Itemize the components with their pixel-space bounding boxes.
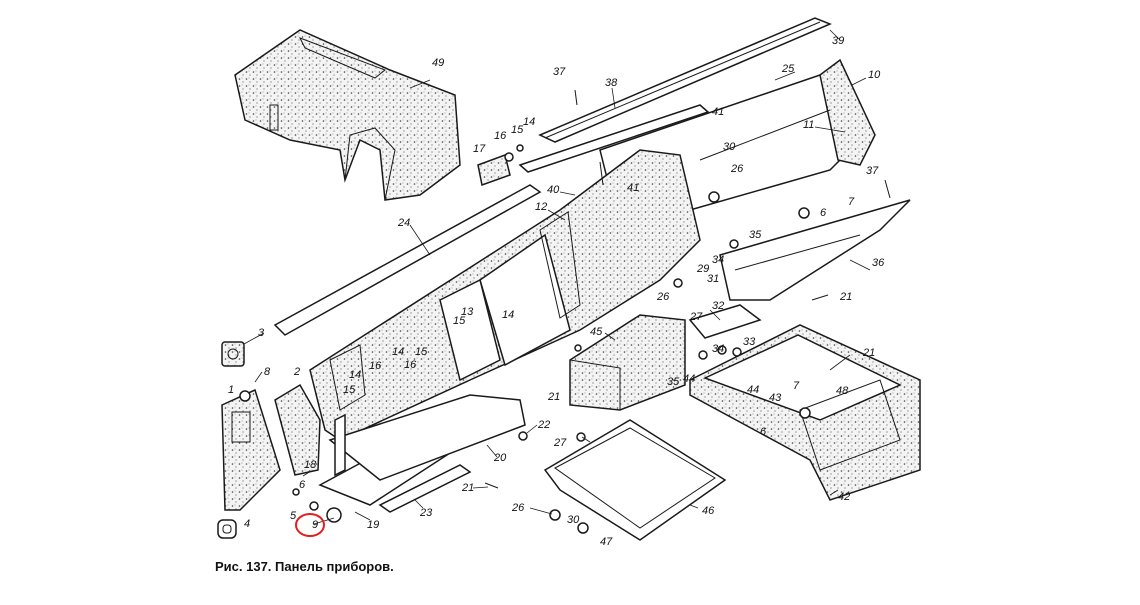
callout-label-7: 7 — [848, 196, 855, 208]
callout-label-30-2: 30 — [567, 514, 580, 526]
callout-label-49: 49 — [432, 57, 444, 69]
callout-label-38: 38 — [605, 77, 618, 89]
callout-label-31: 31 — [707, 273, 719, 285]
figure-caption: Рис. 137. Панель приборов. — [215, 559, 394, 574]
callout-label-23: 23 — [419, 507, 433, 519]
callout-label-5: 5 — [290, 510, 297, 522]
part-36-tray — [719, 199, 911, 301]
callout-label-44-2: 44 — [683, 373, 695, 385]
callout-label-6: 6 — [299, 479, 306, 491]
callout-label-42: 42 — [838, 491, 850, 503]
part-46-lower-tray — [543, 419, 727, 541]
callout-label-22: 22 — [537, 419, 550, 431]
callout-label-25: 25 — [781, 63, 795, 75]
callout-label-16: 16 — [494, 130, 507, 142]
callout-label-19: 19 — [367, 519, 379, 531]
callout-label-37-2: 37 — [866, 165, 879, 177]
callout-label-41: 41 — [712, 106, 724, 118]
callout-label-27-2: 27 — [689, 311, 703, 323]
callout-label-12: 12 — [535, 201, 547, 213]
callout-label-36: 36 — [872, 257, 885, 269]
callout-label-16-2: 16 — [369, 360, 382, 372]
callout-label-4: 4 — [244, 518, 250, 530]
callout-label-14-2: 14 — [392, 346, 404, 358]
part-45-box — [569, 314, 686, 411]
callout-label-14-3: 14 — [502, 309, 514, 321]
callout-label-40: 40 — [547, 184, 560, 196]
callout-label-6-2: 6 — [820, 207, 827, 219]
part-1-side-bracket — [221, 388, 281, 511]
callout-label-15-4: 15 — [343, 384, 356, 396]
callout-label-17: 17 — [473, 143, 486, 155]
callout-label-33: 33 — [743, 336, 756, 348]
callout-label-37: 37 — [553, 66, 566, 78]
callout-label-9: 9 — [312, 519, 318, 531]
part-32-plate — [688, 304, 762, 339]
part-38-rail — [518, 104, 710, 173]
callout-label-26-2: 26 — [656, 291, 670, 303]
callout-label-44: 44 — [747, 384, 759, 396]
callout-label-39: 39 — [832, 35, 844, 47]
callout-label-34-2: 34 — [712, 343, 724, 355]
callout-label-20: 20 — [493, 452, 507, 464]
callout-label-35-2: 35 — [667, 376, 680, 388]
callout-label-2: 2 — [293, 366, 300, 378]
part-39-trim-strip — [538, 17, 832, 143]
main-dashboard-panel — [309, 149, 701, 441]
callout-label-21-3: 21 — [839, 291, 852, 303]
part-24-left-strip — [273, 184, 542, 336]
callout-label-15-2: 15 — [453, 315, 466, 327]
callout-label-15: 15 — [511, 124, 524, 136]
callout-label-26: 26 — [730, 163, 744, 175]
callout-label-45: 45 — [590, 326, 603, 338]
callout-label-16-3: 16 — [404, 359, 417, 371]
part-3-clip — [221, 341, 245, 367]
callout-label-29: 29 — [696, 263, 709, 275]
callout-label-35: 35 — [749, 229, 762, 241]
callout-label-3: 3 — [258, 327, 265, 339]
callout-label-11: 11 — [803, 119, 814, 131]
part-17-small — [477, 154, 511, 186]
callout-label-13: 13 — [461, 306, 474, 318]
hardware-bolts — [239, 89, 891, 534]
callout-label-30: 30 — [723, 141, 736, 153]
callout-label-24: 24 — [397, 217, 410, 229]
callout-label-8: 8 — [264, 366, 271, 378]
callout-label-46: 46 — [702, 505, 715, 517]
callout-label-27: 27 — [553, 437, 567, 449]
highlight-circle — [295, 513, 325, 537]
callout-label-21: 21 — [547, 391, 560, 403]
callout-label-15-3: 15 — [415, 346, 428, 358]
callout-label-14: 14 — [523, 116, 535, 128]
callout-label-7-2: 7 — [793, 380, 800, 392]
callout-label-43: 43 — [769, 392, 782, 404]
callout-label-32: 32 — [712, 300, 724, 312]
callout-label-18: 18 — [304, 459, 317, 471]
callout-label-48: 48 — [836, 385, 849, 397]
part-2-bracket — [274, 383, 321, 476]
callout-label-47: 47 — [600, 536, 613, 548]
callout-label-21-2: 21 — [461, 482, 474, 494]
part-49-column-cover — [234, 29, 461, 201]
callout-label-1: 1 — [228, 384, 234, 396]
callout-label-41-2: 41 — [627, 182, 639, 194]
callout-label-10: 10 — [868, 69, 881, 81]
callout-label-34: 34 — [712, 254, 724, 266]
callout-label-14-4: 14 — [349, 369, 361, 381]
callout-label-6-3: 6 — [760, 426, 767, 438]
callout-label-21-4: 21 — [862, 347, 875, 359]
callout-label-26-3: 26 — [511, 502, 525, 514]
part-4-ring — [217, 519, 237, 539]
callout-labels: 1234566677891011121314141414151515151616… — [228, 35, 885, 548]
lower-bracket-assembly — [318, 394, 526, 513]
